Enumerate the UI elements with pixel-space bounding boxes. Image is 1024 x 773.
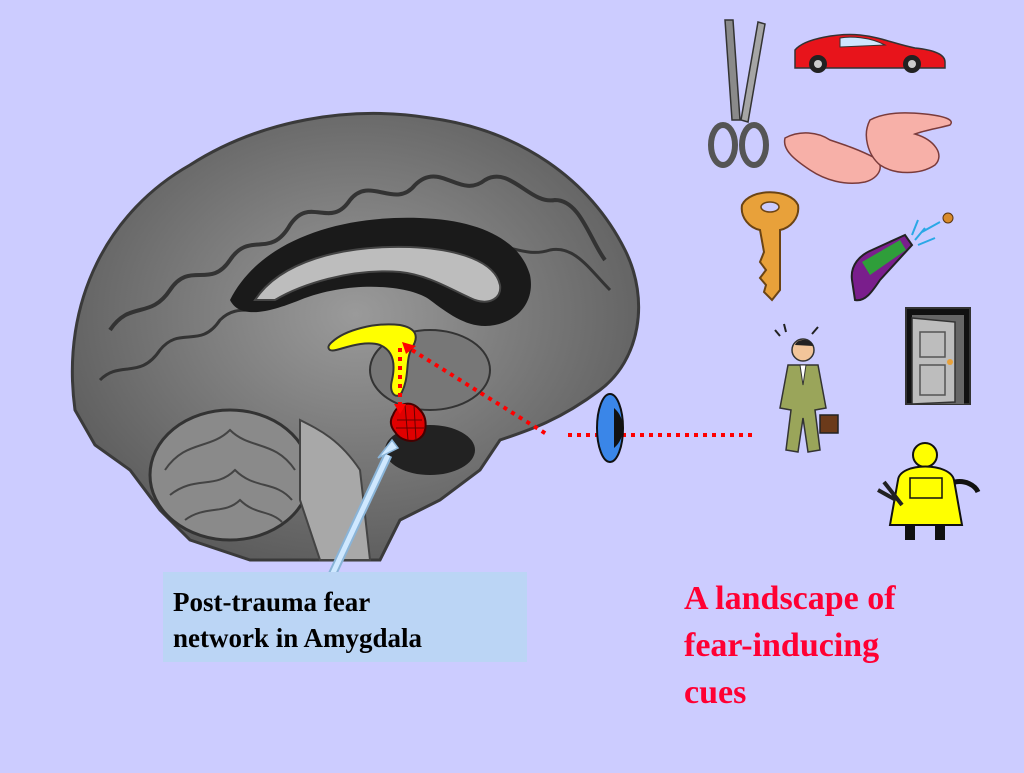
eye-icon <box>596 393 624 463</box>
hippocampus-highlight <box>327 323 417 397</box>
key-icon <box>740 191 800 302</box>
arrowhead-up <box>402 342 416 354</box>
fear-network-path <box>398 348 752 437</box>
scissors-icon <box>708 19 769 168</box>
businessman-icon <box>774 323 839 453</box>
fear-cues-label: A landscape of fear-inducing cues <box>684 575 984 716</box>
caption-pointer-arrow <box>327 438 400 577</box>
hazmat-worker-icon <box>877 442 981 540</box>
champagne-bottle-icon <box>850 212 954 302</box>
cues-line-2: fear-inducing <box>684 627 880 664</box>
door-icon <box>905 307 971 405</box>
arrowhead-down <box>394 404 406 414</box>
caption-line-2: network in Amygdala <box>173 623 423 653</box>
red-car-icon <box>794 33 946 73</box>
cues-line-1: A landscape of <box>684 580 896 617</box>
caption-line-1: Post-trauma fear <box>173 587 371 617</box>
amygdala-caption-box: Post-trauma fear network in Amygdala <box>163 572 527 662</box>
hands-icon <box>783 112 952 184</box>
cues-line-3: cues <box>684 674 747 711</box>
